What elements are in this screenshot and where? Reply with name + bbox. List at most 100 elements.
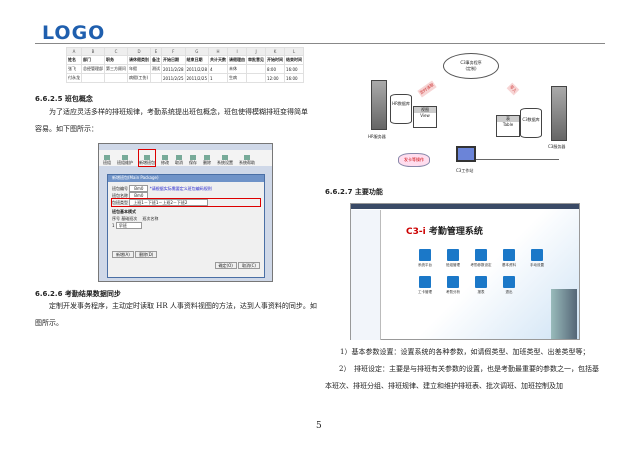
module-label: 考勤参数设定 — [470, 263, 492, 267]
delete-button[interactable]: 删除(D) — [135, 251, 158, 258]
service-ellipse: C3事务程序(定制) — [443, 53, 499, 79]
column-letter: A — [66, 47, 82, 56]
module-label: 报表 — [477, 290, 485, 294]
new-package-dialog: 新增班包(Main Package) 班包编号 Bm0 *请根据实际需要定义班包… — [107, 174, 265, 278]
module-tile[interactable]: 退出 — [496, 276, 522, 295]
cell: 付永龙 — [66, 73, 82, 83]
shift-select[interactable]: 早班 — [115, 222, 142, 229]
module-tile[interactable]: 基本资料 — [496, 249, 522, 268]
service-label: C3事务程序 — [460, 60, 482, 65]
paragraph-625: 为了适应灵活多样的排班规律，考勤系统提出班包概念，班包使得模糊排班变得简单容易。… — [35, 108, 308, 133]
module-label: 工卡管理 — [418, 290, 432, 294]
module-tile[interactable]: 考勤参数设定 — [468, 249, 494, 268]
cell: 病假(工伤) — [127, 73, 151, 83]
toolbar-button[interactable]: 班组维护 — [117, 150, 133, 166]
header-cell: 职务 — [104, 55, 128, 65]
header-cell: 共计天数 — [208, 55, 229, 65]
module-icon — [419, 276, 431, 288]
cancel-button[interactable]: 取消(C) — [238, 262, 260, 269]
header-cell: 请休假类别 — [127, 55, 151, 65]
view-en: View — [420, 113, 430, 118]
toolbar-label: 删除 — [203, 160, 211, 165]
field-label: 包班类型 — [112, 200, 128, 205]
cell: 2011/2/28 — [161, 64, 186, 74]
package-code-input[interactable]: Bm0 — [129, 185, 149, 192]
toolbar-button[interactable]: 系统设置 — [217, 150, 233, 166]
toolbar-button[interactable]: 班组 — [103, 150, 111, 166]
module-tile[interactable]: 手动设置 — [524, 249, 550, 268]
side-panel — [351, 210, 381, 340]
module-tile[interactable]: 考勤分析 — [440, 276, 466, 295]
toolbar-button[interactable]: 系统帮助 — [239, 150, 255, 166]
brand: C3-i — [406, 227, 426, 237]
hr-server-label: HR服务器 — [368, 134, 386, 139]
table-cn: 表 — [497, 116, 519, 122]
module-label: 考勤分析 — [446, 290, 460, 294]
read-arrow: 定时读取 — [417, 80, 437, 98]
package-type-select[interactable]: 上班1－下班1－上班2－下班2 — [129, 199, 209, 206]
service-sub: (定制) — [465, 66, 477, 71]
toolbar-button[interactable]: 新增班包 — [138, 149, 156, 167]
toolbar-label: 修改 — [161, 160, 169, 165]
feature-1: 1）基本参数设置：设置系统的各种参数，如请假类型、加班类型、出差类型等； — [340, 348, 590, 356]
col-header: 序号 — [112, 216, 120, 221]
row-number: 1 — [112, 223, 115, 228]
column-letter: H — [208, 47, 229, 56]
package-name-input[interactable]: Bm0 — [129, 192, 149, 199]
module-icon — [503, 276, 515, 288]
toolbar: 班组 班组维护新增班包修改 取消 保存删除 系统设置 系统帮助 — [99, 149, 272, 167]
column-letter: G — [184, 47, 210, 56]
dialog-title: 新增班包(Main Package) — [108, 175, 264, 182]
cell — [150, 73, 162, 83]
toolbar-button[interactable]: 取消 — [175, 150, 183, 166]
workstation-label: C3工作站 — [456, 168, 474, 173]
section-heading-626: 6.6.2.6 考勤结果数据同步 — [35, 290, 121, 298]
toolbar-label: 班组 — [103, 160, 111, 165]
module-icon — [419, 249, 431, 261]
ok-button[interactable]: 确定(O) — [214, 262, 237, 269]
c3-db-label: C3数据库 — [522, 117, 540, 122]
header-cell: 请假理由 — [227, 55, 248, 65]
col-header: 班次名称 — [142, 216, 159, 221]
column-letter: K — [265, 47, 286, 56]
cell: 第三方顾问 — [104, 64, 128, 74]
module-tile[interactable]: 系统平台 — [412, 249, 438, 268]
package-screenshot: 班组 班组维护新增班包修改 取消 保存删除 系统设置 系统帮助 新增班包(Main Pac… — [98, 143, 273, 282]
col-header: 基础班次 — [121, 216, 138, 221]
tool-icon — [190, 155, 196, 160]
add-button[interactable]: 新增(A) — [112, 251, 134, 258]
module-icon — [475, 249, 487, 261]
column-letter: F — [161, 47, 186, 56]
cell — [81, 73, 105, 83]
section-heading-625: 6.6.2.5 班包概念 — [35, 95, 93, 103]
toolbar-button[interactable]: 修改 — [161, 150, 169, 166]
cell — [246, 73, 267, 83]
toolbar-button[interactable]: 保存 — [189, 150, 197, 166]
column-letter: C — [104, 47, 128, 56]
module-tile[interactable]: 班组管理 — [440, 249, 466, 268]
workstation-icon — [456, 146, 476, 162]
title-bar — [351, 204, 579, 209]
page-number: 5 — [316, 421, 322, 431]
module-tile[interactable]: 报表 — [468, 276, 494, 295]
module-label: 退出 — [505, 290, 513, 294]
view-cn: 视图 — [414, 107, 436, 113]
header-cell: 结束日期 — [184, 55, 210, 65]
module-icon — [447, 276, 459, 288]
attendance-app-screenshot: C3-i 考勤管理系统 系统平台班组管理考勤参数设定基本资料手动设置工卡管理考勤… — [350, 203, 580, 340]
cell: 8:00 — [265, 64, 286, 74]
module-label: 班组管理 — [446, 263, 460, 267]
cell: 总经管理部 — [81, 64, 105, 74]
toolbar-label: 取消 — [175, 160, 183, 165]
tool-icon — [162, 155, 168, 160]
cell: 测试 — [150, 64, 162, 74]
toolbar-label: 系统设置 — [217, 160, 233, 165]
module-label: 手动设置 — [530, 263, 544, 267]
toolbar-button[interactable]: 删除 — [203, 150, 211, 166]
tool-icon — [144, 155, 150, 160]
hr-db-icon: HR数据库 — [390, 94, 412, 124]
module-tile[interactable]: 工卡管理 — [412, 276, 438, 295]
